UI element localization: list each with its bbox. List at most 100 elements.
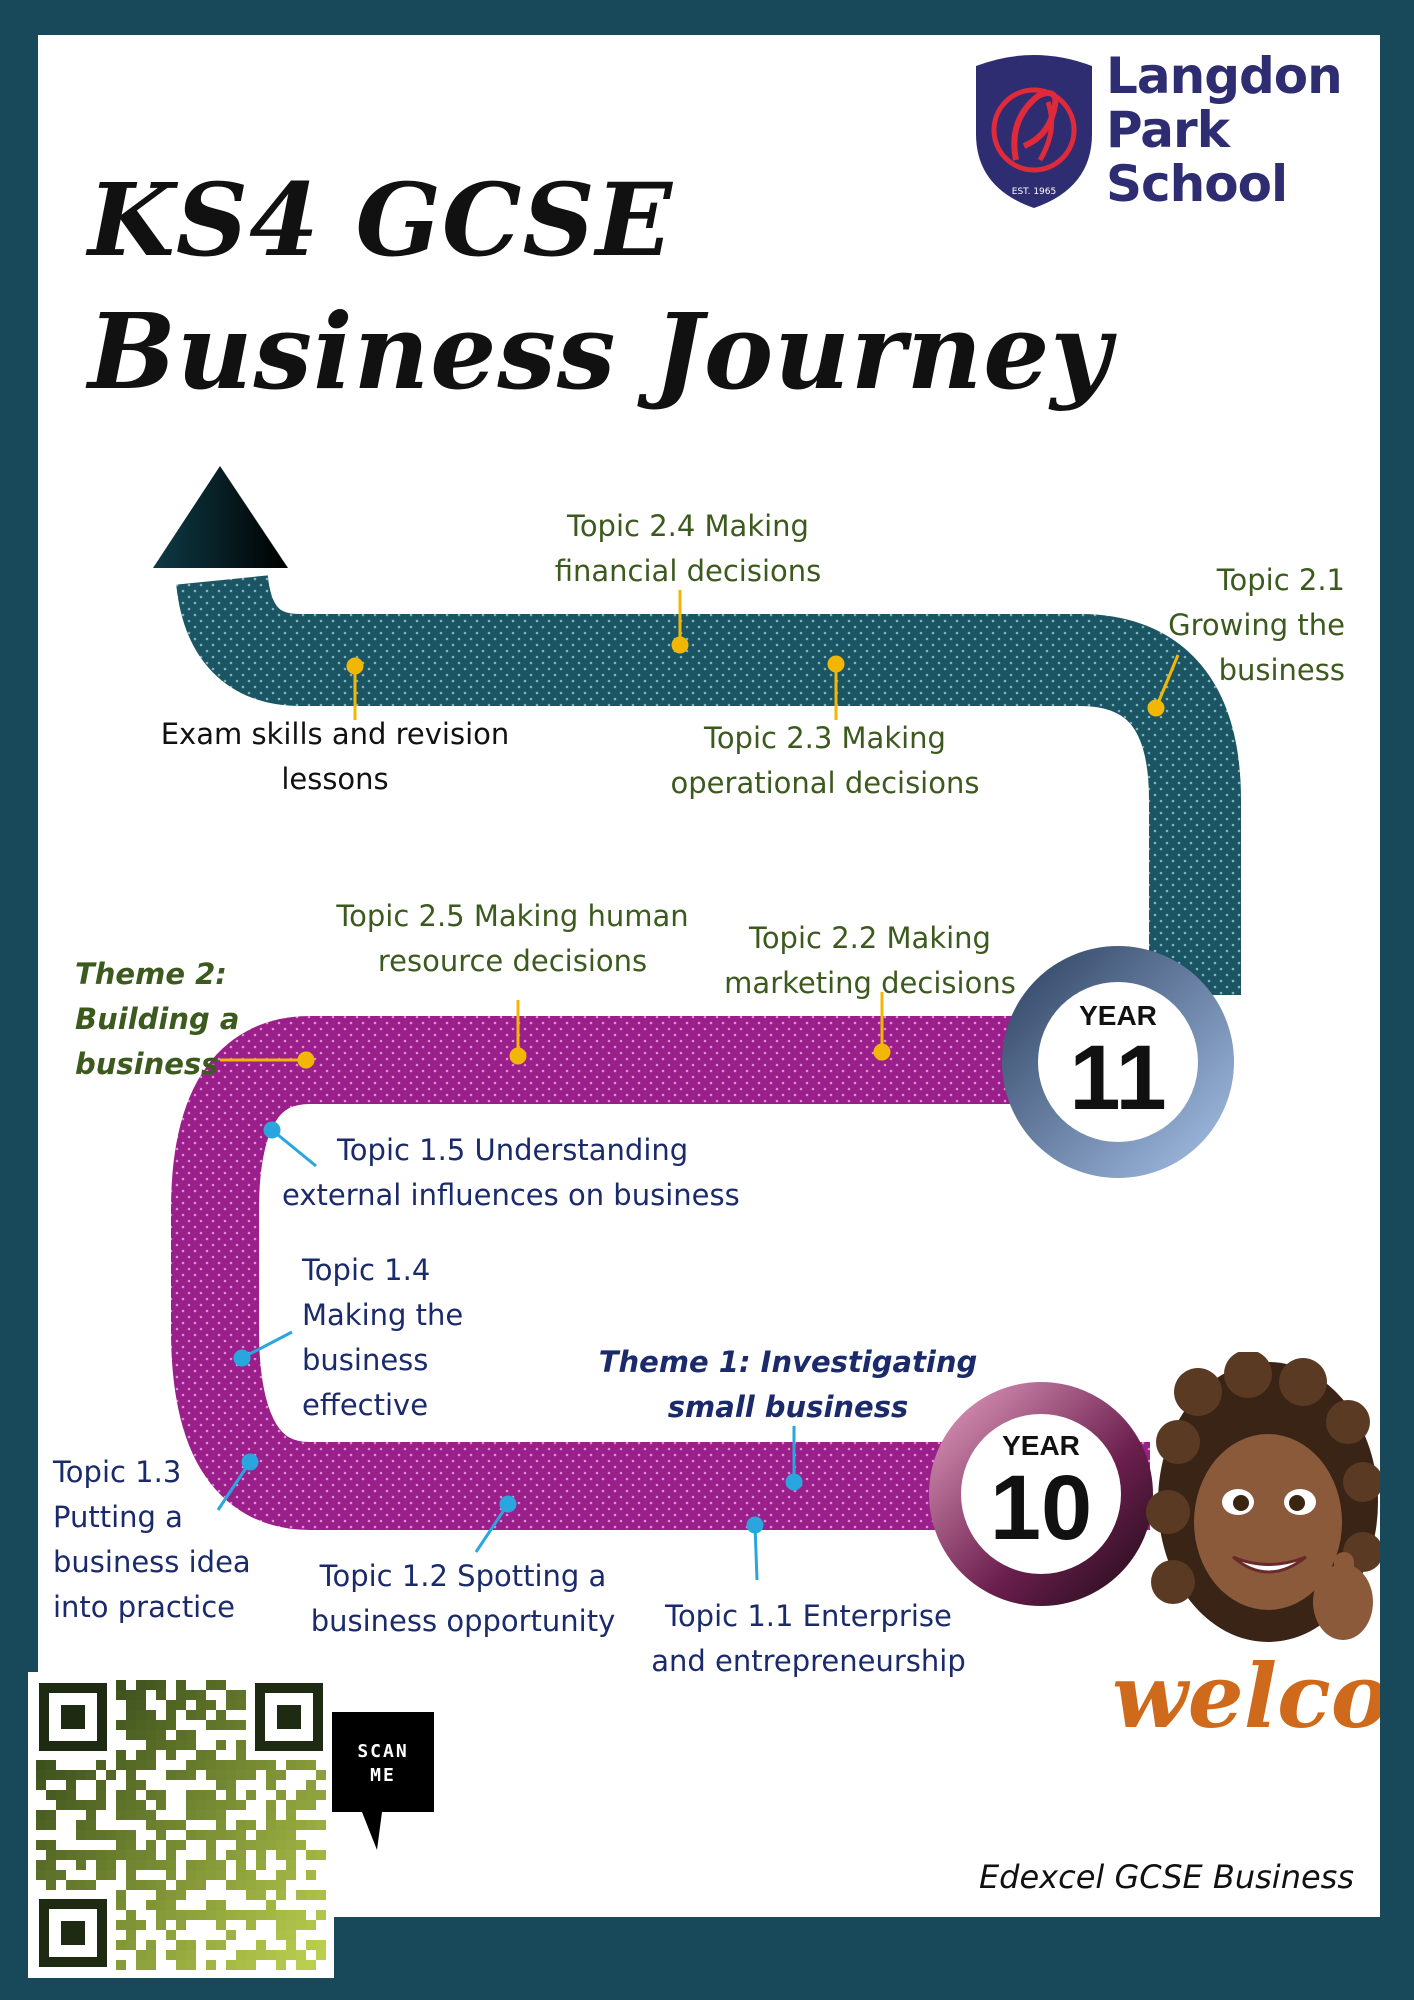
- qr-cell: [196, 1870, 206, 1880]
- marker-t15: [263, 1121, 281, 1139]
- qr-cell: [216, 1760, 226, 1770]
- qr-cell: [316, 1790, 326, 1800]
- qr-cell: [246, 1790, 256, 1800]
- qr-cell: [156, 1680, 166, 1690]
- page-title-line1: KS4 GCSE: [88, 161, 673, 279]
- qr-cell: [176, 1770, 186, 1780]
- qr-cell: [246, 1910, 256, 1920]
- qr-cell: [166, 1950, 176, 1960]
- qr-cell: [136, 1760, 146, 1770]
- qr-cell: [96, 1870, 106, 1880]
- exam-board-label: Edexcel GCSE Business: [978, 1858, 1354, 1896]
- qr-cell: [176, 1730, 186, 1740]
- marker-t13: [241, 1453, 259, 1471]
- qr-cell: [166, 1750, 176, 1760]
- year10-label: YEAR: [1002, 1430, 1080, 1461]
- qr-cell: [286, 1840, 296, 1850]
- qr-cell: [76, 1800, 86, 1810]
- marker-t22: [873, 1043, 891, 1061]
- qr-cell: [56, 1770, 66, 1780]
- qr-cell: [156, 1910, 166, 1920]
- qr-cell: [146, 1850, 156, 1860]
- qr-cell: [296, 1790, 306, 1800]
- qr-cell: [206, 1790, 216, 1800]
- qr-cell: [186, 1830, 196, 1840]
- qr-cell: [196, 1760, 206, 1770]
- qr-cell: [66, 1780, 76, 1790]
- qr-cell: [206, 1770, 216, 1780]
- qr-cell: [296, 1820, 306, 1830]
- qr-cell: [156, 1690, 166, 1700]
- qr-cell: [166, 1850, 176, 1860]
- qr-cell: [196, 1880, 206, 1890]
- qr-cell: [216, 1820, 226, 1830]
- qr-cell: [296, 1910, 306, 1920]
- qr-cell: [96, 1830, 106, 1840]
- qr-cell: [316, 1820, 326, 1830]
- qr-cell: [176, 1960, 186, 1970]
- qr-cell: [246, 1890, 256, 1900]
- qr-cell: [126, 1840, 136, 1850]
- qr-cell: [186, 1880, 196, 1890]
- qr-cell: [186, 1810, 196, 1820]
- qr-cell: [126, 1710, 136, 1720]
- qr-cell: [206, 1810, 216, 1820]
- qr-cell: [246, 1880, 256, 1890]
- qr-cell: [166, 1710, 176, 1720]
- qr-cell: [86, 1800, 96, 1810]
- qr-cell: [226, 1780, 236, 1790]
- qr-cell: [166, 1930, 176, 1940]
- qr-cell: [176, 1920, 186, 1930]
- qr-cell: [36, 1860, 46, 1870]
- qr-cell: [296, 1920, 306, 1930]
- qr-cell: [196, 1690, 206, 1700]
- qr-cell: [96, 1790, 106, 1800]
- qr-cell: [266, 1760, 276, 1770]
- crest-motto: EST. 1965: [1012, 187, 1056, 197]
- school-name-line1: Langdon: [1106, 47, 1343, 105]
- qr-cell: [96, 1760, 106, 1770]
- qr-cell: [126, 1860, 136, 1870]
- qr-cell: [136, 1780, 146, 1790]
- qr-cell: [56, 1870, 66, 1880]
- qr-cell: [316, 1890, 326, 1900]
- qr-cell: [266, 1900, 276, 1910]
- qr-cell: [146, 1750, 156, 1760]
- qr-cell: [176, 1890, 186, 1900]
- qr-cell: [216, 1920, 226, 1930]
- qr-cell: [136, 1850, 146, 1860]
- qr-cell: [56, 1850, 66, 1860]
- qr-cell: [306, 1850, 316, 1860]
- qr-cell: [176, 1680, 186, 1690]
- qr-cell: [126, 1720, 136, 1730]
- qr-cell: [136, 1960, 146, 1970]
- qr-cell: [216, 1940, 226, 1950]
- qr-cell: [286, 1850, 296, 1860]
- qr-cell: [86, 1850, 96, 1860]
- qr-cell: [126, 1870, 136, 1880]
- qr-cell: [146, 1960, 156, 1970]
- qr-cell: [276, 1830, 286, 1840]
- qr-cell: [86, 1810, 96, 1820]
- qr-cell: [306, 1920, 316, 1930]
- qr-cell: [236, 1760, 246, 1770]
- qr-cell: [156, 1920, 166, 1930]
- qr-cell: [266, 1810, 276, 1820]
- qr-cell: [206, 1840, 216, 1850]
- page-title-line2: Business Journey: [88, 290, 1112, 413]
- qr-cell: [116, 1800, 126, 1810]
- qr-cell: [126, 1730, 136, 1740]
- qr-cell: [146, 1950, 156, 1960]
- qr-cell: [156, 1860, 166, 1870]
- qr-cell: [236, 1700, 246, 1710]
- qr-cell: [286, 1860, 296, 1870]
- qr-cell: [226, 1930, 236, 1940]
- marker-t24: [671, 636, 689, 654]
- qr-cell: [236, 1720, 246, 1730]
- qr-cell: [226, 1690, 236, 1700]
- qr-cell: [166, 1770, 176, 1780]
